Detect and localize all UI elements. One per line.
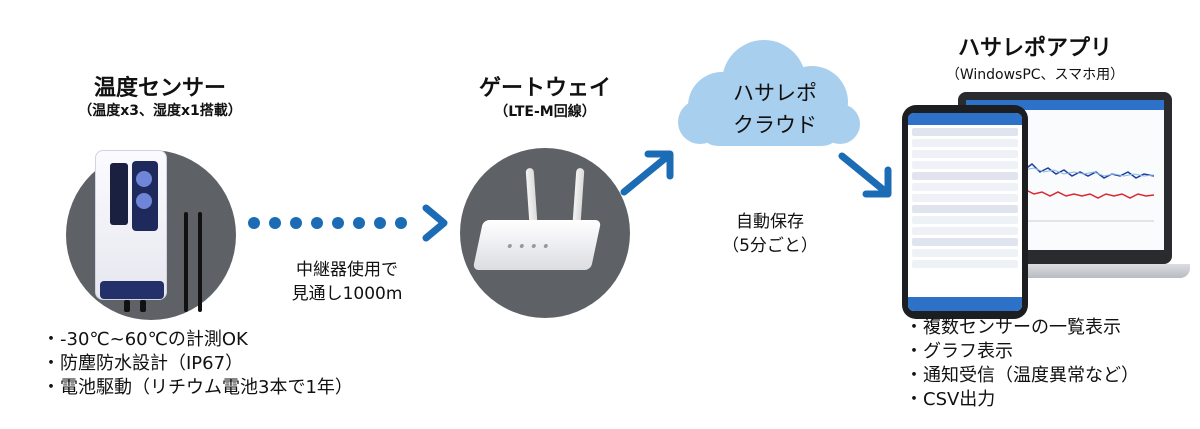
wireless-dot <box>332 217 344 229</box>
smartphone-image <box>902 105 1028 319</box>
wireless-dot <box>269 217 281 229</box>
wireless-dot <box>290 217 302 229</box>
sensor-feature-list: ・-30℃~60℃の計測OK ・防塵防水設計（IP67） ・電池駆動（リチウム電… <box>42 328 353 400</box>
app-subtitle: （WindowsPC、スマホ用） <box>945 67 1125 83</box>
sensor-feature-item: ・電池駆動（リチウム電池3本で1年） <box>42 377 353 398</box>
sensor-probe-cable <box>140 300 146 312</box>
gateway-router-image <box>472 220 602 270</box>
app-feature-list: ・複数センサーの一覧表示 ・グラフ表示 ・通知受信（温度異常など） ・CSV出力 <box>905 316 1139 412</box>
arrow-to-app-icon <box>838 152 892 198</box>
cloud-label-line: ハサレポ <box>733 81 817 105</box>
auto-save-line: （5分ごと） <box>722 236 818 256</box>
sensor-probe-cable <box>198 212 202 312</box>
relay-range-note: 中継器使用で 見通し1000m <box>262 258 432 306</box>
chevron-right-icon <box>422 204 448 242</box>
wireless-dot <box>395 217 407 229</box>
arrow-to-cloud-icon <box>620 150 674 196</box>
sensor-feature-item: ・防塵防水設計（IP67） <box>42 353 244 374</box>
app-feature-item: ・複数センサーの一覧表示 <box>905 317 1121 338</box>
wireless-dot <box>311 217 323 229</box>
wireless-dot <box>248 217 260 229</box>
app-title: ハサレポアプリ <box>957 36 1112 61</box>
cloud-label: ハサレポ クラウド <box>700 77 850 141</box>
relay-note-line: 中継器使用で <box>296 260 398 280</box>
sensor-probe-cable <box>124 300 130 312</box>
gateway-title: ゲートウェイ <box>478 76 611 101</box>
auto-save-note: 自動保存 （5分ごと） <box>690 210 850 258</box>
app-feature-item: ・通知受信（温度異常など） <box>905 365 1139 386</box>
app-feature-item: ・グラフ表示 <box>905 341 1013 362</box>
sensor-feature-item: ・-30℃~60℃の計測OK <box>42 329 248 350</box>
app-feature-item: ・CSV出力 <box>905 389 996 410</box>
cloud-icon <box>678 40 860 146</box>
wireless-dot <box>353 217 365 229</box>
temperature-sensor-device-image <box>95 150 167 300</box>
wireless-dot <box>374 217 386 229</box>
sensor-subtitle: （温度x3、湿度x1搭載） <box>78 103 242 119</box>
relay-note-line: 見通し1000m <box>291 284 403 304</box>
cloud-label-line: クラウド <box>733 113 817 137</box>
auto-save-line: 自動保存 <box>736 212 804 232</box>
sensor-title: 温度センサー <box>93 76 226 101</box>
sensor-probe-cable <box>184 212 188 312</box>
gateway-subtitle: （LTE-M回線） <box>494 104 596 120</box>
